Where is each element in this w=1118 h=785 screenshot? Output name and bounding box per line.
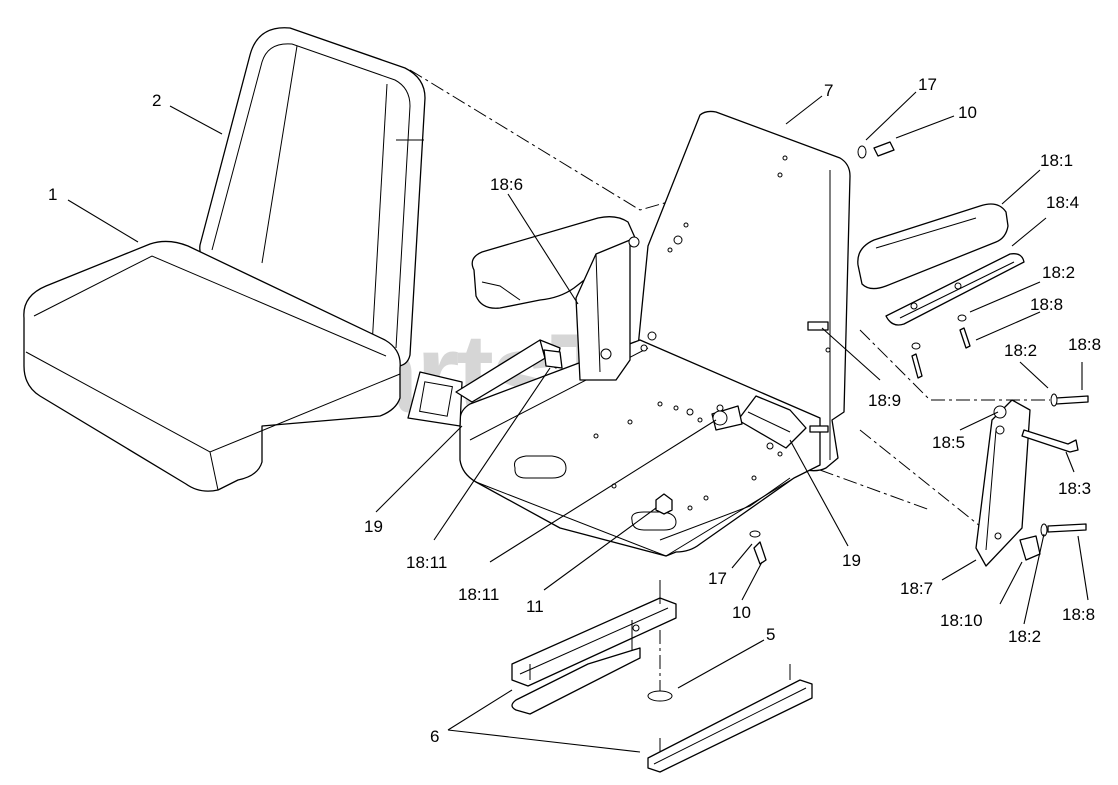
seat-cushion [23,240,401,492]
callout-6: 6 [430,727,439,746]
slide-rail-left [511,588,677,715]
callout-18-8: 18:8 [1068,335,1101,354]
slide-rail-right [647,664,813,773]
callout-18-11: 18:11 [458,585,499,604]
callout-18-6: 18:6 [490,175,523,194]
callout-18-2: 18:2 [1042,263,1075,282]
callout-1: 1 [48,185,57,204]
callout-17: 17 [708,569,727,588]
callout-18-3: 18:3 [1058,479,1091,498]
callout-18-9: 18:9 [868,391,901,410]
callout-18-2: 18:2 [1004,341,1037,360]
callout-18-8: 18:8 [1062,605,1095,624]
callout-10: 10 [958,103,977,122]
right-arm-bracket [975,399,1031,567]
left-armrest [471,216,640,381]
callout-18-7: 18:7 [900,579,933,598]
callout-5: 5 [766,625,775,644]
seat-frame [459,110,851,557]
callout-19: 19 [842,551,861,570]
callout-18-10: 18:10 [940,611,983,630]
callout-10: 10 [732,603,751,622]
callout-18-2: 18:2 [1008,627,1041,646]
washer-5 [647,690,673,702]
leader-lines [67,91,1089,753]
callout-18-1: 18:1 [1040,151,1073,170]
right-armrest [857,203,1009,290]
callout-17: 17 [918,75,937,94]
callout-18-4: 18:4 [1046,193,1079,212]
callout-7: 7 [824,81,833,100]
callout-18-11: 18:11 [406,553,447,572]
callout-19: 19 [364,517,383,536]
callout-2: 2 [152,91,161,110]
callout-18-8: 18:8 [1030,295,1063,314]
callout-11: 11 [526,597,544,616]
callout-18-5: 18:5 [932,433,965,452]
fasteners [543,141,1089,565]
arm-slide-bracket [885,253,1025,326]
callout-labels: 1 2 7 17 10 18:6 18:1 18:4 18:2 18:8 18:… [48,75,1101,746]
